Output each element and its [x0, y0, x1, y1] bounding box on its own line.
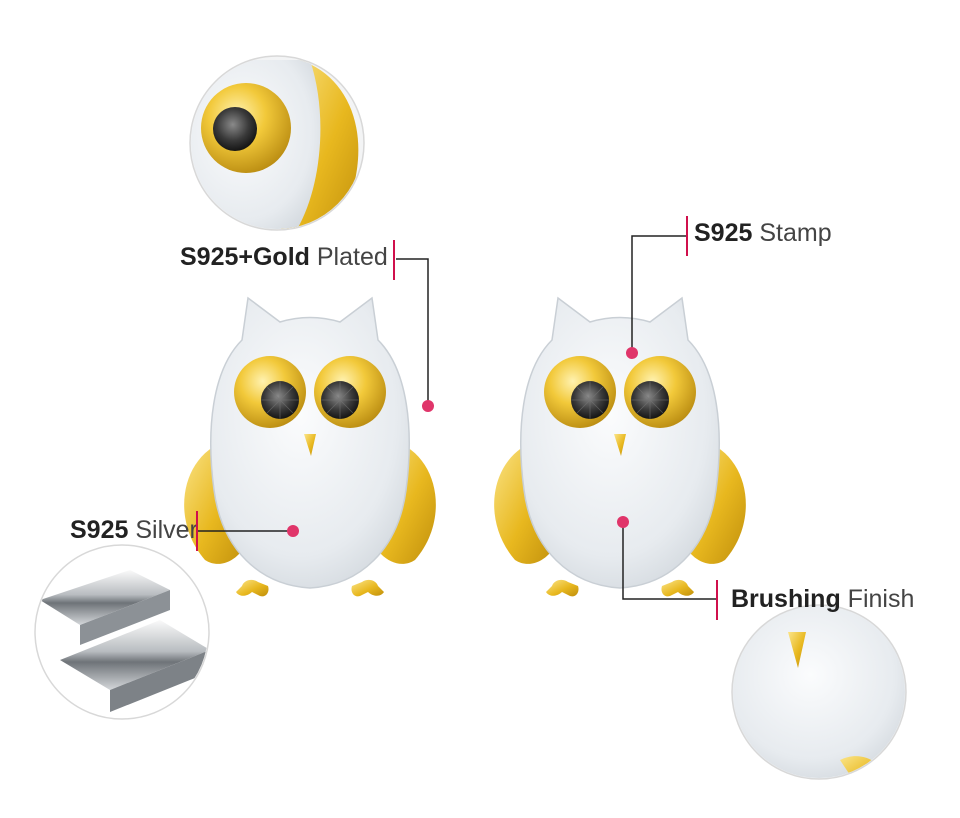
callout-silver-bold: S925 [70, 516, 129, 544]
marker-gold-plated [393, 240, 395, 280]
marker-stamp [686, 216, 688, 256]
callout-gold-plated-bold: S925+Gold [180, 243, 310, 271]
zoom-circle-silver-bars [34, 544, 210, 720]
leader-lines [198, 235, 716, 600]
callout-brushing: Brushing Finish [731, 587, 914, 612]
callout-gold-plated-light: Plated [316, 243, 388, 271]
callout-stamp-light: Stamp [759, 219, 832, 247]
callout-stamp-bold: S925 [694, 219, 753, 247]
callout-brushing-bold: Brushing [731, 585, 841, 613]
callout-silver: S925 Silver [70, 518, 198, 543]
callout-stamp: S925 Stamp [694, 221, 832, 246]
callout-silver-light: Silver [135, 516, 198, 544]
marker-brushing [716, 580, 718, 620]
owl-earring-right [493, 297, 747, 598]
callout-gold-plated: S925+Gold Plated [180, 245, 388, 270]
marker-silver [196, 511, 198, 551]
zoom-circle-brushing-texture [731, 604, 907, 780]
owl-earring-left [183, 297, 437, 598]
callout-brushing-light: Finish [847, 585, 915, 613]
accent-dots [287, 347, 638, 537]
zoom-circle-gold-eye [189, 55, 365, 231]
